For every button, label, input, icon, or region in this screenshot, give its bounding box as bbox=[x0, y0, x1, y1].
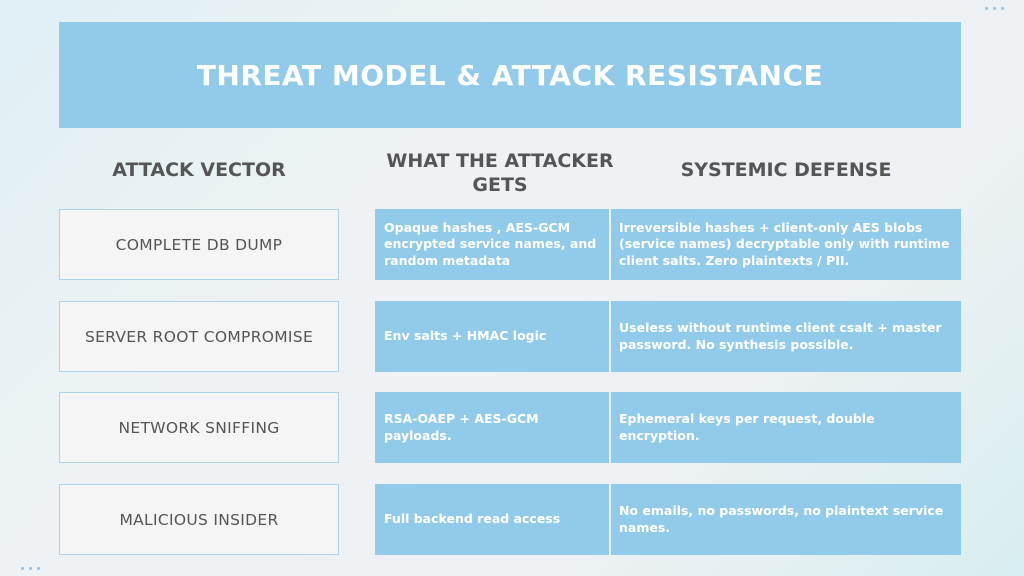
defense-text: Ephemeral keys per request, double encry… bbox=[619, 411, 875, 443]
attacker-gets-cell: Env salts + HMAC logic bbox=[375, 301, 609, 372]
attack-vector-cell: COMPLETE DB DUMP bbox=[59, 209, 339, 280]
attacker-gets-text: Full backend read access bbox=[384, 511, 561, 527]
column-header-defense: SYSTEMIC DEFENSE bbox=[680, 159, 892, 181]
column-header-attack-vector: ATTACK VECTOR bbox=[112, 159, 286, 181]
attacker-gets-cell: RSA-OAEP + AES-GCM payloads. bbox=[375, 392, 609, 463]
defense-cell: No emails, no passwords, no plaintext se… bbox=[611, 484, 961, 555]
attack-vector-cell: SERVER ROOT COMPROMISE bbox=[59, 301, 339, 372]
decorative-dots-top-right bbox=[985, 7, 1004, 10]
defense-text: Irreversible hashes + client-only AES bl… bbox=[619, 219, 950, 268]
attack-vector-cell: MALICIOUS INSIDER bbox=[59, 484, 339, 555]
attack-vector-cell: NETWORK SNIFFING bbox=[59, 392, 339, 463]
defense-text: Useless without runtime client csalt + m… bbox=[619, 320, 942, 352]
column-header-attacker-gets: WHAT THE ATTACKER GETS bbox=[386, 150, 614, 196]
page-title: THREAT MODEL & ATTACK RESISTANCE bbox=[196, 58, 824, 92]
defense-text: No emails, no passwords, no plaintext se… bbox=[619, 503, 944, 535]
defense-cell: Useless without runtime client csalt + m… bbox=[611, 301, 961, 372]
defense-cell: Irreversible hashes + client-only AES bl… bbox=[611, 209, 961, 280]
attacker-gets-cell: Opaque hashes , AES-GCM encrypted servic… bbox=[375, 209, 609, 280]
attacker-gets-cell: Full backend read access bbox=[375, 484, 609, 555]
attacker-gets-text: Env salts + HMAC logic bbox=[384, 328, 547, 344]
decorative-dots-bottom-left bbox=[21, 567, 40, 570]
defense-cell: Ephemeral keys per request, double encry… bbox=[611, 392, 961, 463]
attacker-gets-text: Opaque hashes , AES-GCM encrypted servic… bbox=[384, 219, 597, 268]
title-banner: THREAT MODEL & ATTACK RESISTANCE bbox=[59, 22, 961, 128]
attacker-gets-text: RSA-OAEP + AES-GCM payloads. bbox=[384, 411, 539, 443]
